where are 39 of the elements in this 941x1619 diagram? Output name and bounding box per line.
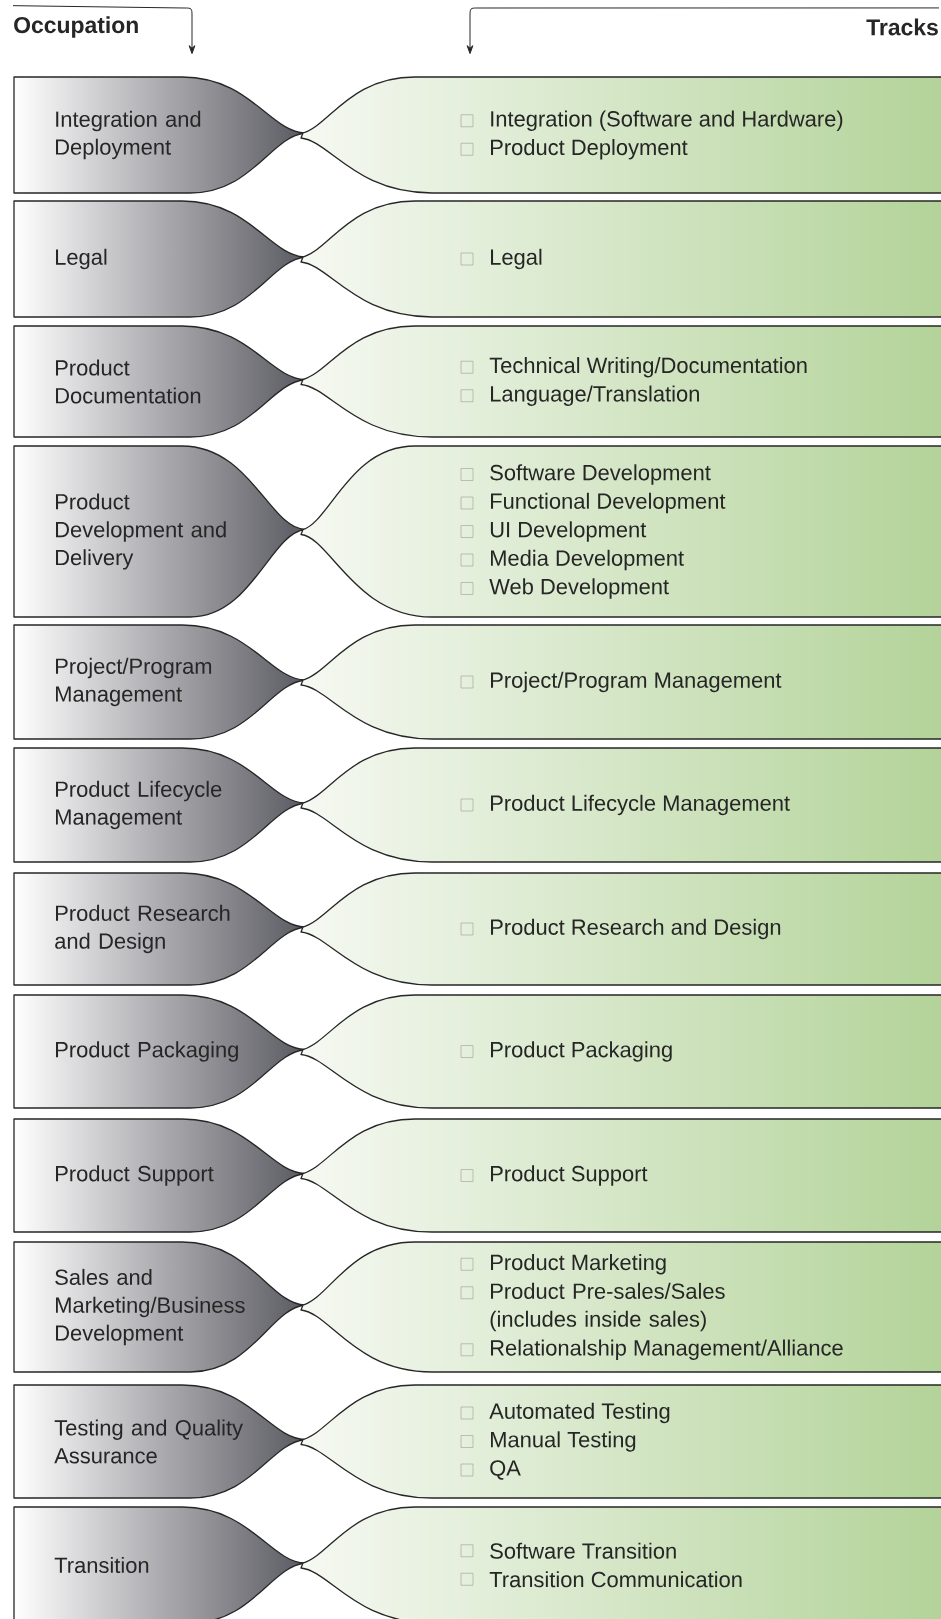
track-item: Project/Program Management bbox=[491, 671, 782, 693]
occupation-label: Transition bbox=[54, 1556, 149, 1574]
occupation-label: Product Lifecycle Management bbox=[56, 780, 222, 830]
occupation-label: Product Development and Delivery bbox=[56, 493, 226, 570]
track-item: Product Research and Design bbox=[491, 918, 781, 940]
track-item: Manual Testing bbox=[491, 1431, 636, 1452]
occupation-label: Legal bbox=[56, 248, 107, 270]
track-item: Technical Writing/Documentation bbox=[489, 357, 807, 378]
track-item: Language/Translation bbox=[491, 385, 699, 406]
track-item: Functional Development bbox=[491, 492, 726, 514]
occupation-label: Integration and Deployment bbox=[56, 110, 201, 160]
track-item: UI Development bbox=[490, 521, 647, 542]
occupation-label: Testing and Quality Assurance bbox=[54, 1419, 243, 1464]
track-item: Product Marketing bbox=[491, 1254, 666, 1275]
occupation-label: Product Packaging bbox=[56, 1041, 238, 1062]
track-item: Product Deployment bbox=[491, 139, 688, 160]
track-item: Legal bbox=[491, 248, 542, 270]
arrow bbox=[466, 7, 940, 55]
track-item: Product Lifecycle Management bbox=[491, 794, 790, 816]
track-item: Web Development bbox=[489, 578, 669, 599]
track-item: Software Development bbox=[490, 464, 711, 485]
track-item: Relationalship Management/Alliance bbox=[491, 1339, 843, 1360]
column-heading: Occupation bbox=[14, 16, 138, 38]
occupation-label: Sales and Marketing/Business Development bbox=[55, 1268, 245, 1346]
track-item: Product Packaging bbox=[491, 1041, 672, 1062]
occupation-label: Product Research and Design bbox=[55, 904, 230, 954]
track-item: Media Development bbox=[491, 549, 684, 571]
track-item: Integration (Software and Hardware) bbox=[491, 110, 843, 131]
occupation-label: Product Documentation bbox=[56, 359, 201, 404]
occupation-label: Project/Program Management bbox=[56, 657, 212, 707]
arrow bbox=[12, 5, 196, 55]
track-item: Automated Testing bbox=[489, 1402, 670, 1424]
track-item: Product Pre-sales/Sales (includes inside sales) bbox=[490, 1282, 725, 1332]
occupation-label: Product Support bbox=[56, 1165, 214, 1186]
track-item: Software Transition bbox=[490, 1542, 676, 1559]
track-item: Product Support bbox=[491, 1165, 648, 1186]
column-heading: Tracks bbox=[866, 18, 938, 36]
track-item: Transition Communication bbox=[489, 1571, 742, 1588]
track-item: QA bbox=[490, 1460, 521, 1480]
